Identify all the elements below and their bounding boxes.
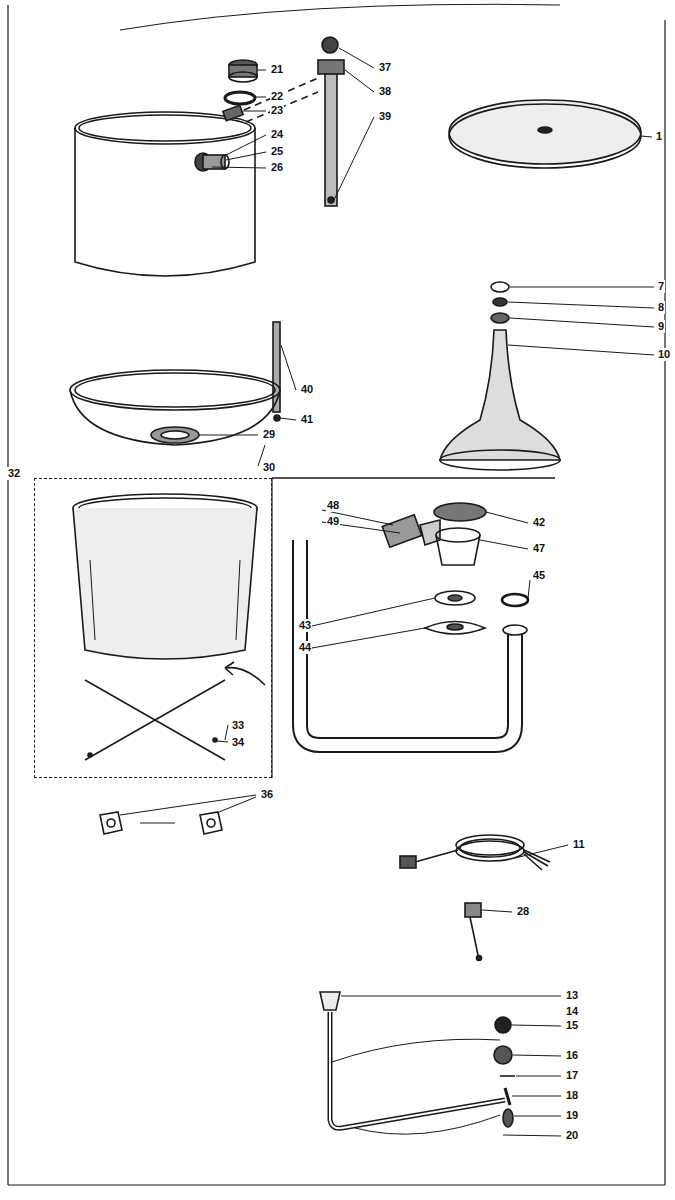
- callout-number: 14: [565, 1005, 579, 1018]
- callout-number: 10: [657, 348, 671, 361]
- dashed-group-box: 323334: [34, 478, 272, 778]
- callout-number: 23: [270, 104, 284, 117]
- callout-number: 20: [565, 1129, 579, 1142]
- callout-number: 9: [657, 320, 665, 333]
- callout-number: 13: [565, 989, 579, 1002]
- callout-number: 8: [657, 301, 665, 314]
- callout-number: 19: [565, 1109, 579, 1122]
- callout-number: 15: [565, 1019, 579, 1032]
- callout-number: 29: [262, 428, 276, 441]
- callout-number: 1: [655, 130, 663, 143]
- callout-number: 36: [260, 788, 274, 801]
- callout-number: 32: [7, 467, 21, 480]
- callout-number: 45: [532, 569, 546, 582]
- callout-number: 43: [298, 619, 312, 632]
- callout-number: 37: [378, 61, 392, 74]
- callout-number: 26: [270, 161, 284, 174]
- callout-number: 48: [326, 499, 340, 512]
- callout-number: 40: [300, 383, 314, 396]
- callout-number: 33: [231, 719, 245, 732]
- callout-number: 16: [565, 1049, 579, 1062]
- callout-number: 34: [231, 736, 245, 749]
- callout-number: 47: [532, 542, 546, 555]
- callout-number: 22: [270, 90, 284, 103]
- callout-number: 11: [572, 838, 586, 851]
- callout-number: 18: [565, 1089, 579, 1102]
- callout-number: 49: [326, 515, 340, 528]
- callout-number: 17: [565, 1069, 579, 1082]
- callout-number: 25: [270, 145, 284, 158]
- callout-number: 21: [270, 63, 284, 76]
- callout-number: 24: [270, 128, 284, 141]
- callout-number: 28: [516, 905, 530, 918]
- callout-number: 41: [300, 413, 314, 426]
- callout-number: 42: [532, 516, 546, 529]
- callout-number: 38: [378, 85, 392, 98]
- callout-number: 39: [378, 110, 392, 123]
- callout-number: 7: [657, 280, 665, 293]
- callout-number: 30: [262, 461, 276, 474]
- callout-number: 44: [298, 641, 312, 654]
